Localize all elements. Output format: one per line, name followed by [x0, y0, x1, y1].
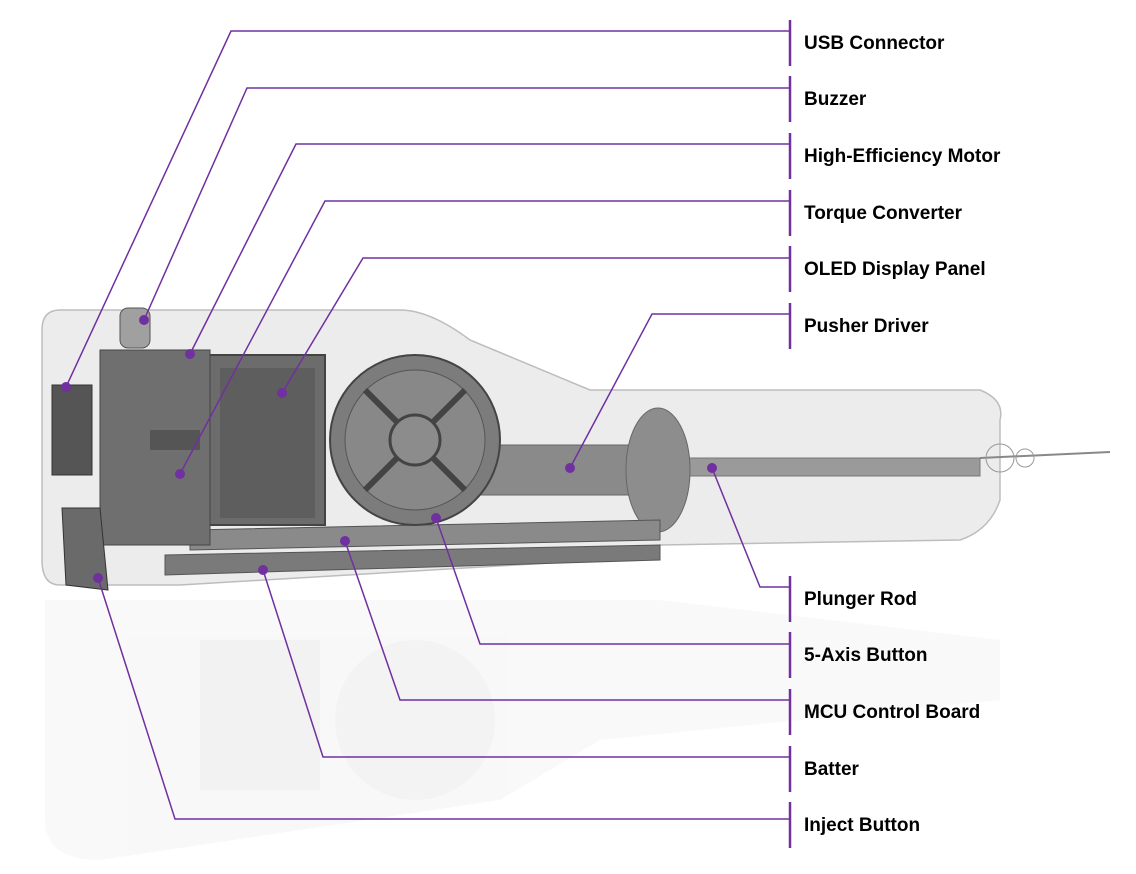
- leader-line: [344, 540, 790, 701]
- part-label: 5-Axis Button: [804, 645, 928, 666]
- leader-dot: [61, 382, 71, 392]
- leader-pusher-driver: [565, 303, 792, 473]
- part-label: Pusher Driver: [804, 316, 929, 337]
- part-label: Plunger Rod: [804, 589, 917, 610]
- leader-mcu-control-board: [340, 536, 792, 735]
- part-label: Buzzer: [804, 89, 867, 110]
- leader-dot: [277, 388, 287, 398]
- leader-dot: [340, 536, 350, 546]
- part-label: Torque Converter: [804, 203, 963, 224]
- leader-line: [97, 577, 790, 820]
- leader-dot: [139, 315, 149, 325]
- leader-line: [281, 257, 790, 394]
- leader-line: [189, 143, 790, 355]
- part-label: High-Efficiency Motor: [804, 146, 1001, 167]
- leader-line: [262, 569, 790, 758]
- leader-dot: [93, 573, 103, 583]
- leader-batter: [258, 565, 792, 792]
- leader-5-axis-button: [431, 513, 792, 678]
- leader-dot: [707, 463, 717, 473]
- leader-dot: [185, 349, 195, 359]
- leader-line: [569, 313, 790, 469]
- leader-oled-display-panel: [277, 246, 792, 398]
- device-reflection: [45, 600, 1000, 860]
- part-label: MCU Control Board: [804, 702, 981, 723]
- leader-usb-connector: [61, 20, 792, 392]
- leader-line: [143, 87, 790, 321]
- leader-line: [179, 200, 790, 475]
- leader-high-efficiency-motor: [185, 133, 792, 359]
- leader-buzzer: [139, 76, 792, 325]
- leader-plunger-rod: [707, 463, 792, 622]
- leader-dot: [565, 463, 575, 473]
- leader-dot: [258, 565, 268, 575]
- part-label: OLED Display Panel: [804, 259, 986, 280]
- part-label: Batter: [804, 759, 859, 780]
- leader-line: [711, 467, 790, 588]
- leader-dot: [175, 469, 185, 479]
- leader-inject-button: [93, 573, 792, 848]
- leader-line: [435, 517, 790, 645]
- leader-dot: [431, 513, 441, 523]
- leader-line: [65, 30, 790, 388]
- part-label: Inject Button: [804, 815, 921, 836]
- part-label: USB Connector: [804, 33, 945, 54]
- leader-torque-converter: [175, 190, 792, 479]
